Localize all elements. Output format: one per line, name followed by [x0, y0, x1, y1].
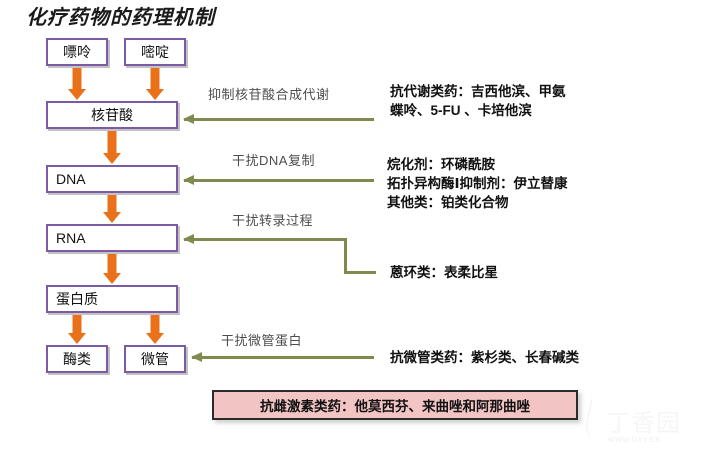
page-title: 化疗药物的药理机制	[26, 7, 215, 29]
watermark-swoosh-icon	[581, 398, 619, 448]
flow-box-purine: 嘌呤	[46, 38, 108, 66]
green-elbow-horizontal-transcription	[344, 271, 376, 274]
flow-box-label: RNA	[56, 230, 86, 246]
flow-box-enzymes: 酶类	[46, 345, 108, 373]
flow-box-label: 酶类	[63, 351, 91, 367]
antiestrogen-box: 抗雌激素类药：他莫西芬、来曲唑和阿那曲唑	[212, 390, 578, 420]
watermark: 丁香园 WWW.DXY.CN	[581, 398, 698, 455]
flow-box-pyrimidine: 嘧啶	[124, 38, 186, 66]
flow-box-label: 蛋白质	[56, 291, 98, 307]
flow-box-microtubules: 微管	[124, 345, 186, 373]
flow-box-nucleotide: 核苷酸	[46, 101, 178, 129]
drug-line: 抗代谢类药：吉西他滨、甲氨	[390, 84, 566, 99]
flow-box-label: 嘧啶	[141, 44, 169, 60]
green-elbow-vertical-transcription	[344, 238, 347, 274]
watermark-url: WWW.DXY.CN	[608, 437, 661, 444]
mechanism-label-nucleotide-synth: 抑制核苷酸合成代谢	[208, 87, 330, 102]
drug-line: 蒽环类：表柔比星	[390, 265, 498, 280]
flow-box-protein: 蛋白质	[46, 285, 178, 313]
mechanism-label-dna-replication: 干扰DNA复制	[232, 153, 315, 168]
drug-group-antimetabolites: 抗代谢类药：吉西他滨、甲氨 蝶呤、5-FU 、卡培他滨	[390, 82, 566, 120]
drug-group-anthracyclines: 蒽环类：表柔比星	[390, 263, 498, 282]
flow-box-label: 核苷酸	[91, 107, 133, 123]
flow-box-label: 嘌呤	[63, 44, 91, 60]
watermark-brand: 丁香园	[606, 411, 681, 437]
flow-box-dna: DNA	[46, 165, 178, 193]
mechanism-label-transcription: 干扰转录过程	[232, 213, 314, 228]
drug-line: 蝶呤、5-FU 、卡培他滨	[390, 103, 532, 118]
drug-line: 其他类：铂类化合物	[387, 195, 509, 210]
drug-group-antimicrotubule: 抗微管类药：紫杉类、长春碱类	[390, 348, 579, 367]
flow-box-rna: RNA	[46, 224, 178, 252]
flow-box-label: DNA	[56, 171, 86, 187]
drug-line: 抗微管类药：紫杉类、长春碱类	[390, 350, 579, 365]
mechanism-label-tubulin: 干扰微管蛋白	[221, 333, 303, 348]
drug-line: 拓扑异构酶Ⅰ抑制剂：伊立替康	[387, 176, 568, 191]
drug-group-dna-damaging: 烷化剂：环磷酰胺 拓扑异构酶Ⅰ抑制剂：伊立替康 其他类：铂类化合物	[387, 155, 568, 212]
flow-box-label: 微管	[141, 351, 169, 367]
drug-line: 烷化剂：环磷酰胺	[387, 157, 495, 172]
antiestrogen-text: 抗雌激素类药：他莫西芬、来曲唑和阿那曲唑	[260, 399, 530, 414]
